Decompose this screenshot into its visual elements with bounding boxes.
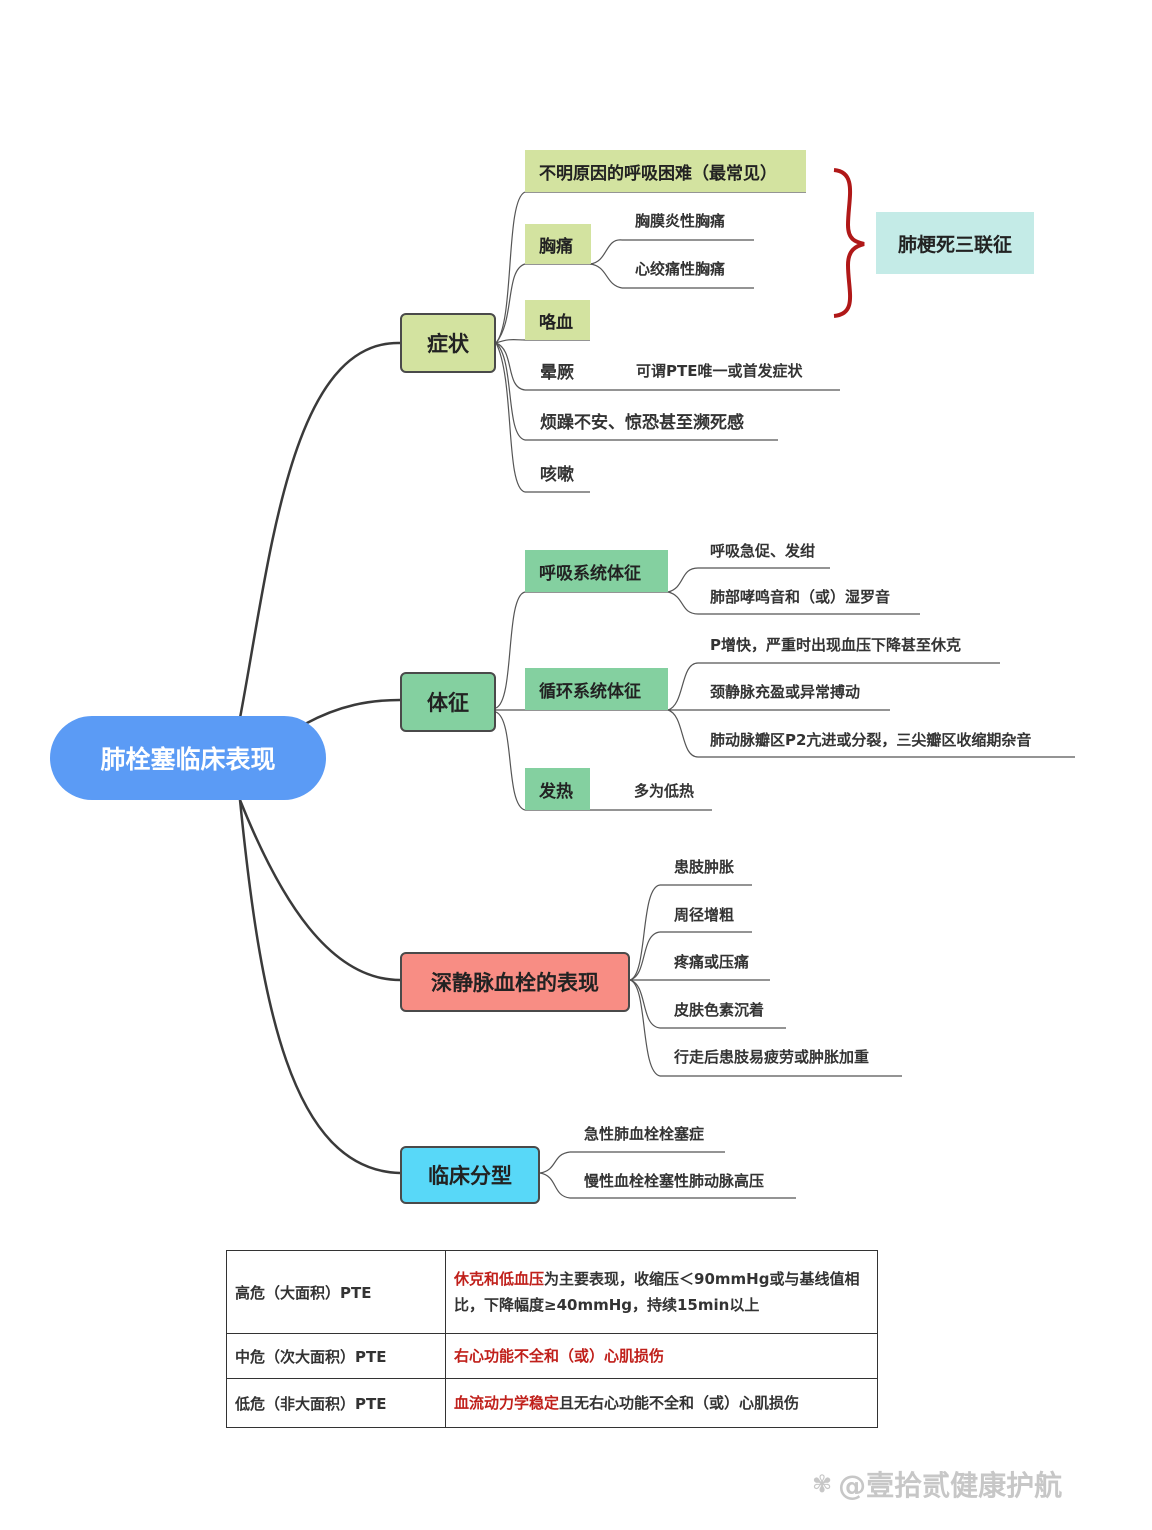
risk-description-high: 休克和低血压为主要表现，收缩压＜90mmHg或与基线值相比，下降幅度≥40mmH… bbox=[445, 1250, 878, 1334]
syncope-note[interactable]: 可谓PTE唯一或首发症状 bbox=[636, 362, 803, 380]
chest-pain-item[interactable]: 胸痛 bbox=[525, 224, 591, 264]
watermark-text: @壹拾贰健康护航 bbox=[838, 1469, 1063, 1502]
pulmonary-infarction-triad[interactable]: 肺梗死三联征 bbox=[876, 212, 1034, 274]
pleuritic-chest-pain[interactable]: 胸膜炎性胸痛 bbox=[635, 212, 726, 230]
watermark: ✾ @壹拾贰健康护航 bbox=[812, 1464, 1062, 1504]
table-row: 高危（大面积）PTE 休克和低血压为主要表现，收缩压＜90mmHg或与基线值相比… bbox=[226, 1250, 878, 1334]
signs-node[interactable]: 体征 bbox=[400, 672, 496, 732]
risk-highlight-high: 休克和低血压 bbox=[454, 1270, 545, 1288]
respiratory-signs[interactable]: 呼吸系统体征 bbox=[525, 550, 668, 592]
respiratory-sign-1[interactable]: 呼吸急促、发绀 bbox=[710, 542, 816, 560]
circulatory-sign-2[interactable]: 颈静脉充盈或异常搏动 bbox=[710, 683, 861, 701]
classification-node[interactable]: 临床分型 bbox=[400, 1146, 540, 1204]
angina-chest-pain[interactable]: 心绞痛性胸痛 bbox=[635, 260, 726, 278]
risk-detail-high: 为主要表现，收缩压＜90mmHg或与基线值相比，下降幅度≥40mmHg，持续15… bbox=[454, 1270, 860, 1314]
dvt-item-4[interactable]: 皮肤色素沉着 bbox=[674, 1001, 765, 1019]
dvt-node[interactable]: 深静脉血栓的表现 bbox=[400, 952, 630, 1012]
dvt-item-3[interactable]: 疼痛或压痛 bbox=[674, 953, 750, 971]
risk-description-medium: 右心功能不全和（或）心肌损伤 bbox=[445, 1333, 878, 1379]
risk-level-high: 高危（大面积）PTE bbox=[226, 1250, 446, 1334]
risk-highlight-medium: 右心功能不全和（或）心肌损伤 bbox=[454, 1347, 665, 1365]
table-row: 中危（次大面积）PTE 右心功能不全和（或）心肌损伤 bbox=[226, 1333, 878, 1379]
risk-level-low: 低危（非大面积）PTE bbox=[226, 1378, 446, 1428]
dvt-item-1[interactable]: 患肢肿胀 bbox=[674, 858, 735, 876]
circulatory-sign-3[interactable]: 肺动脉瓣区P2亢进或分裂，三尖瓣区收缩期杂音 bbox=[710, 731, 1032, 749]
classification-chronic[interactable]: 慢性血栓栓塞性肺动脉高压 bbox=[584, 1172, 765, 1190]
paw-icon: ✾ bbox=[812, 1470, 833, 1498]
risk-stratification-table: 高危（大面积）PTE 休克和低血压为主要表现，收缩压＜90mmHg或与基线值相比… bbox=[226, 1250, 878, 1428]
dyspnea-item[interactable]: 不明原因的呼吸困难（最常见） bbox=[525, 150, 806, 192]
fever-item[interactable]: 发热 bbox=[525, 768, 590, 810]
risk-highlight-low: 血流动力学稳定 bbox=[454, 1394, 560, 1412]
cough-item[interactable]: 咳嗽 bbox=[540, 465, 574, 485]
symptoms-node[interactable]: 症状 bbox=[400, 313, 496, 373]
syncope-item[interactable]: 晕厥 bbox=[540, 363, 574, 383]
dvt-item-2[interactable]: 周径增粗 bbox=[674, 906, 735, 924]
respiratory-sign-2[interactable]: 肺部哮鸣音和（或）湿罗音 bbox=[710, 588, 891, 606]
circulatory-sign-1[interactable]: P增快，严重时出现血压下降甚至休克 bbox=[710, 636, 961, 654]
dvt-item-5[interactable]: 行走后患肢易疲劳或肿胀加重 bbox=[674, 1048, 870, 1066]
risk-level-medium: 中危（次大面积）PTE bbox=[226, 1333, 446, 1379]
circulatory-signs[interactable]: 循环系统体征 bbox=[525, 668, 668, 710]
risk-detail-low: 且无右心功能不全和（或）心肌损伤 bbox=[559, 1394, 800, 1412]
anxiety-item[interactable]: 烦躁不安、惊恐甚至濒死感 bbox=[540, 413, 744, 433]
classification-acute[interactable]: 急性肺血栓栓塞症 bbox=[584, 1125, 705, 1143]
fever-note[interactable]: 多为低热 bbox=[634, 782, 695, 800]
brace-shape bbox=[833, 168, 865, 318]
risk-description-low: 血流动力学稳定且无右心功能不全和（或）心肌损伤 bbox=[445, 1378, 878, 1428]
root-node[interactable]: 肺栓塞临床表现 bbox=[50, 716, 326, 800]
table-row: 低危（非大面积）PTE 血流动力学稳定且无右心功能不全和（或）心肌损伤 bbox=[226, 1378, 878, 1428]
hemoptysis-item[interactable]: 咯血 bbox=[525, 300, 590, 340]
